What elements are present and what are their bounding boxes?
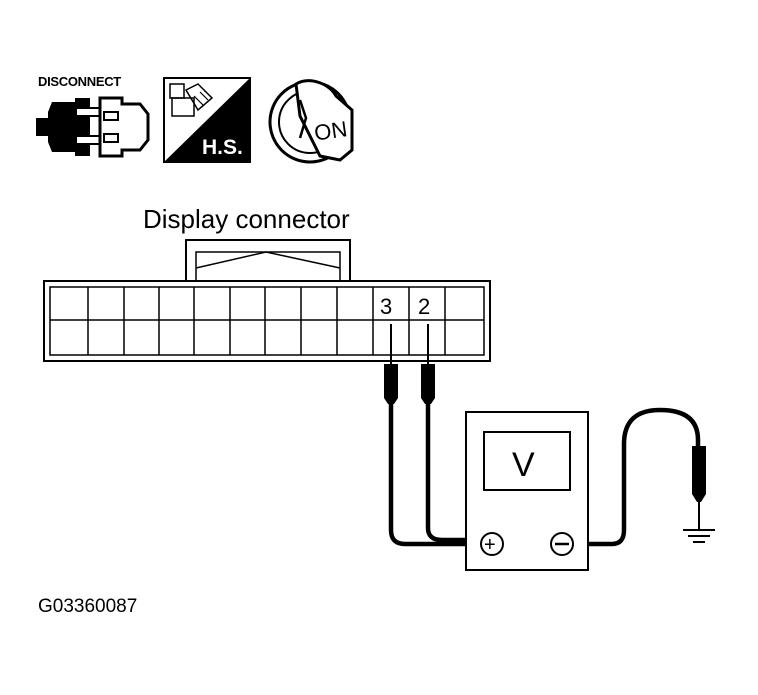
figure-id: G03360087 — [38, 596, 138, 617]
probe-terminal-2 — [421, 324, 435, 404]
connector-title: Display connector — [143, 204, 350, 234]
ground-icon — [683, 512, 715, 543]
harness-side-label: H.S. — [202, 136, 243, 159]
probe-terminal-3 — [384, 324, 398, 404]
harness-side-icon: H.S. — [163, 77, 251, 163]
disconnect-label: DISCONNECT — [38, 74, 121, 89]
voltmeter-display: V — [512, 446, 535, 484]
connector-disconnect-icon — [36, 96, 150, 158]
terminal-3-label: 3 — [380, 294, 392, 319]
ground-probe — [692, 446, 706, 512]
lead-wires — [388, 401, 701, 547]
terminal-2-label: 2 — [418, 294, 430, 319]
positive-terminal — [480, 532, 504, 556]
ignition-key-on-icon: ON — [268, 79, 354, 164]
display-connector: 3 2 — [43, 239, 491, 362]
ignition-on-label: ON — [313, 116, 349, 145]
voltmeter: V + — [465, 411, 589, 571]
positive-symbol: + — [484, 534, 496, 556]
